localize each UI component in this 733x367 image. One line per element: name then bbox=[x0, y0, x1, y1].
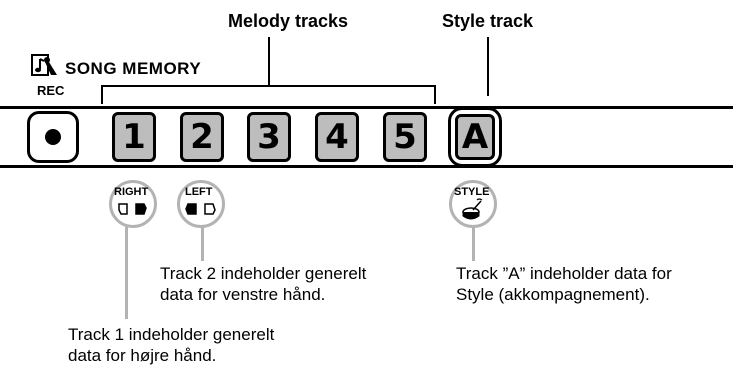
tracka-caption: Track ”A” indeholder data for Style (akk… bbox=[456, 263, 672, 305]
track-3-button[interactable]: 3 bbox=[247, 112, 291, 162]
control-panel-strip bbox=[0, 106, 733, 168]
track1-caption: Track 1 indeholder generelt data for høj… bbox=[68, 324, 274, 366]
rec-label: REC bbox=[37, 83, 65, 98]
track2-caption: Track 2 indeholder generelt data for ven… bbox=[160, 263, 366, 305]
track2-caption-line1: Track 2 indeholder generelt bbox=[160, 264, 367, 283]
track1-callout-line bbox=[125, 227, 128, 319]
track-4-button[interactable]: 4 bbox=[315, 112, 359, 162]
left-hand-indicator bbox=[177, 180, 225, 228]
track-5-button[interactable]: 5 bbox=[383, 112, 427, 162]
right-hand-icon bbox=[118, 203, 147, 215]
left-label: LEFT bbox=[185, 186, 213, 198]
track-2-button[interactable]: 2 bbox=[180, 112, 224, 162]
tracka-callout-line bbox=[472, 227, 475, 261]
style-track-ring: A bbox=[448, 107, 502, 167]
song-memory-icon bbox=[31, 54, 61, 83]
record-dot-icon bbox=[45, 129, 61, 145]
left-hand-icon bbox=[185, 203, 216, 215]
melody-bracket bbox=[101, 85, 436, 104]
drum-icon bbox=[462, 198, 483, 220]
song-memory-title: SONG MEMORY bbox=[65, 58, 202, 78]
tracka-caption-line2: Style (akkompagnement). bbox=[456, 285, 650, 304]
track2-callout-line bbox=[201, 227, 204, 261]
style-track-heading: Style track bbox=[442, 11, 534, 31]
track1-caption-line1: Track 1 indeholder generelt bbox=[68, 325, 275, 344]
melody-tracks-heading: Melody tracks bbox=[228, 11, 349, 31]
track1-caption-line2: data for højre hånd. bbox=[68, 346, 217, 365]
right-hand-indicator bbox=[109, 180, 157, 228]
rec-button[interactable] bbox=[27, 111, 79, 163]
track-a-button[interactable]: A bbox=[455, 114, 495, 160]
tracka-caption-line1: Track ”A” indeholder data for bbox=[456, 264, 672, 283]
right-label: RIGHT bbox=[114, 186, 149, 198]
style-label: STYLE bbox=[454, 186, 490, 198]
track2-caption-line2: data for venstre hånd. bbox=[160, 285, 326, 304]
track-1-button[interactable]: 1 bbox=[112, 112, 156, 162]
style-indicator bbox=[449, 180, 497, 228]
